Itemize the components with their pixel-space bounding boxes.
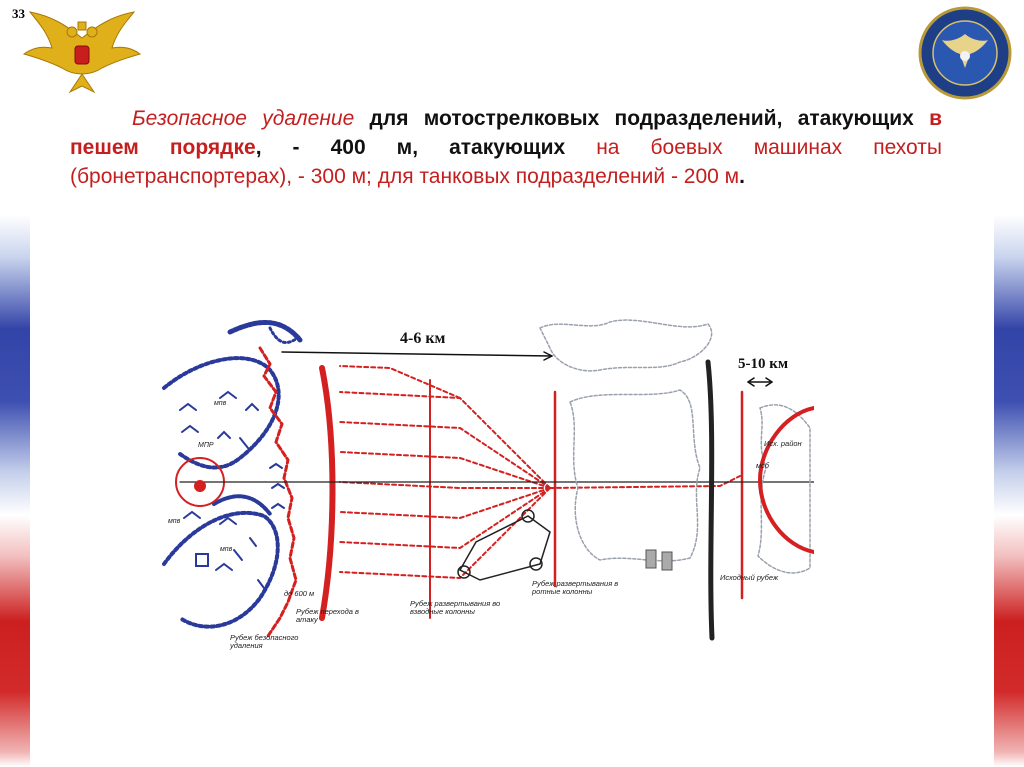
red-dot	[194, 480, 206, 492]
up-to-600-label: до 600 м	[284, 590, 314, 598]
company-deploy-label: Рубеж развертывания в ротные колонны	[532, 580, 632, 596]
unit-label-2: МПР	[198, 442, 214, 449]
blue-position-lower	[164, 513, 278, 627]
terrain-center	[570, 390, 700, 561]
distance-label-2: 5-10 км	[738, 356, 788, 373]
text-part-2: для мотострелковых подразделений, атакую…	[370, 107, 914, 130]
diagram-drawing	[160, 318, 814, 670]
start-area-arc	[760, 408, 814, 552]
black-divider-line	[708, 362, 712, 638]
terrain-top	[540, 320, 712, 371]
start-line-label: Исходный рубеж	[720, 574, 778, 582]
text-end: .	[739, 165, 745, 188]
unit-label-3: мпв	[168, 518, 180, 525]
distance-arrow-1	[282, 352, 552, 356]
academy-seal-icon	[918, 6, 1012, 100]
text-tank: для танковых подразделений - 200 м	[378, 165, 739, 188]
safe-line-label: Рубеж безопасного удаления	[230, 634, 320, 650]
transition-line-label: Рубеж перехода в атаку	[296, 608, 370, 624]
assault-line	[322, 368, 333, 618]
text-part-4: , - 400 м, атакующих	[256, 136, 565, 159]
hatched-box-2	[662, 552, 672, 570]
blue-arc-top	[230, 322, 300, 340]
eagle-emblem-icon	[12, 8, 152, 100]
text-safe-distance-term: Безопасное удаление	[132, 107, 354, 130]
blue-position-upper	[164, 358, 279, 467]
red-attack-arrows	[340, 366, 740, 578]
unit-label-4: мпв	[220, 546, 232, 553]
unit-label-1: мпв	[214, 400, 226, 407]
area-label: Исх. район	[764, 440, 802, 448]
mob-label: мсб	[756, 462, 769, 470]
safety-distance-text: Безопасное удаление для мотострелковых п…	[70, 104, 942, 191]
tactical-diagram: 4-6 км 5-10 км Исх. район мсб мпв МПР мп…	[160, 318, 814, 670]
distance-label-1: 4-6 км	[400, 330, 445, 348]
hatched-box-1	[646, 550, 656, 568]
battalion-deploy-label: Рубеж развертывания во взводные колонны	[410, 600, 520, 616]
